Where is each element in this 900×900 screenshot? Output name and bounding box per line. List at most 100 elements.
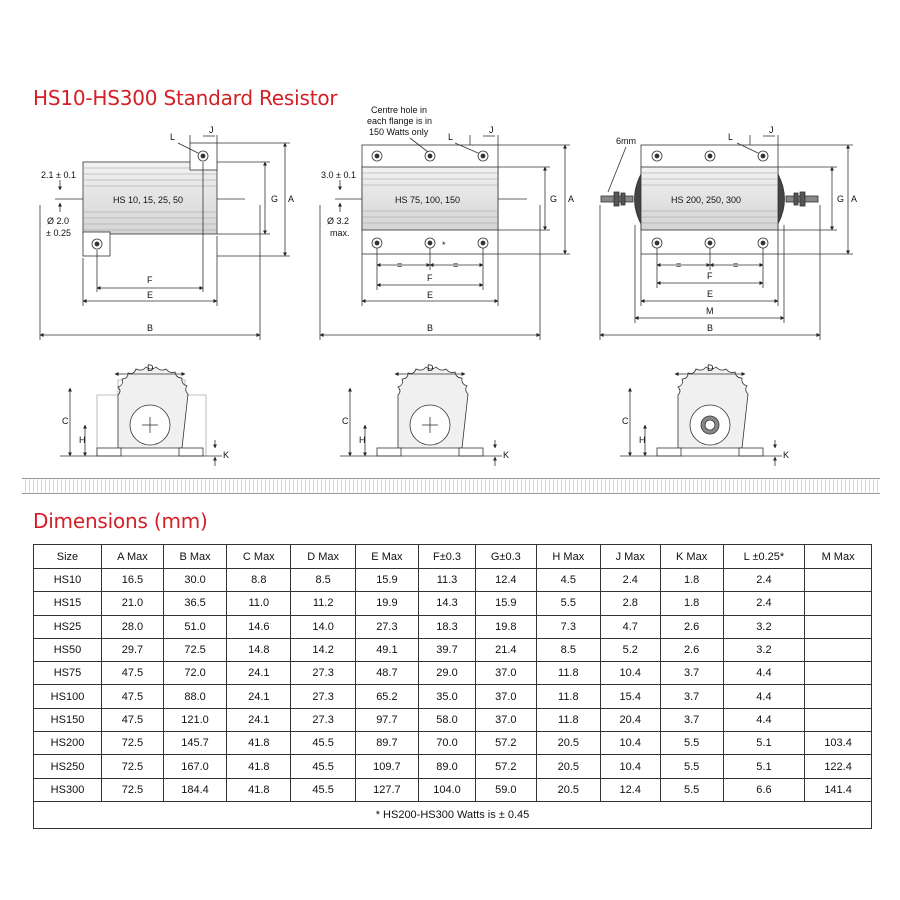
table-cell: 45.5: [290, 754, 356, 779]
drawing-large: [599, 135, 853, 340]
dimension-label-note_1: Centre hole in: [371, 105, 427, 115]
table-cell: 15.9: [354, 567, 419, 593]
dimension-label-eq: =: [453, 260, 458, 270]
table-cell: 20.4: [599, 707, 661, 733]
column-header: Size: [33, 544, 102, 569]
table-cell: 121.0: [162, 707, 228, 733]
drawing-medium-labels: HS 75, 100, 150 Centre hole in each flan…: [321, 105, 574, 333]
table-cell: 145.7: [162, 731, 228, 756]
dimensions-title: Dimensions (mm): [33, 509, 208, 533]
table-cell: 41.8: [226, 754, 292, 779]
table-cell: 2.8: [599, 591, 661, 616]
dimension-label-g: G: [837, 194, 844, 204]
table-cell: HS100: [33, 684, 102, 709]
column-header: G±0.3: [475, 544, 537, 569]
table-cell: 47.5: [100, 684, 164, 709]
table-cell: 27.3: [290, 684, 356, 709]
table-cell: 29.7: [100, 637, 164, 663]
table-cell: 20.5: [535, 754, 601, 779]
table-cell: 2.4: [722, 567, 806, 593]
table-cell: 14.0: [290, 614, 356, 639]
dimension-label-f: F: [707, 271, 713, 281]
column-header: A Max: [100, 544, 164, 569]
table-cell: 88.0: [162, 684, 228, 709]
table-cell: [804, 591, 872, 616]
dimension-label-m: M: [706, 306, 714, 316]
table-cell: 57.2: [475, 731, 537, 756]
table-cell: [804, 567, 872, 593]
table-cell: 11.8: [535, 707, 601, 733]
table-cell: 72.0: [162, 661, 228, 686]
table-cell: 45.5: [290, 777, 356, 802]
table-cell: HS300: [33, 777, 102, 802]
table-cell: [804, 707, 872, 733]
table-cell: 16.5: [100, 567, 164, 593]
drawing-large-labels: HS 200, 250, 300 6mm G A = = F E M B L J: [616, 125, 857, 333]
table-cell: 36.5: [162, 591, 228, 616]
dimension-label-j: J: [769, 125, 774, 135]
table-cell: HS250: [33, 754, 102, 779]
table-cell: 89.0: [417, 754, 477, 779]
table-cell: 5.5: [535, 591, 601, 616]
table-cell: 27.3: [290, 661, 356, 686]
table-cell: [804, 637, 872, 663]
table-cell: [804, 661, 872, 686]
table-cell: 97.7: [354, 707, 419, 733]
table-cell: 24.1: [226, 684, 292, 709]
dimension-label-e: E: [707, 289, 713, 299]
dimension-label-h: H: [79, 435, 86, 445]
medium-model-label: HS 75, 100, 150: [395, 195, 460, 205]
table-footnote: * HS200-HS300 Watts is ± 0.45: [33, 800, 872, 829]
table-cell: 4.5: [535, 567, 601, 593]
table-cell: 11.8: [535, 661, 601, 686]
table-cell: 47.5: [100, 707, 164, 733]
table-cell: 27.3: [290, 707, 356, 733]
column-header: D Max: [290, 544, 356, 569]
dimension-label-a: A: [288, 194, 294, 204]
drawing-medium: [319, 135, 570, 340]
dimension-label-f: F: [147, 275, 153, 285]
dimension-label-e: E: [427, 290, 433, 300]
table-cell: 184.4: [162, 777, 228, 802]
column-header: H Max: [535, 544, 601, 569]
end-view-small: D C H K: [60, 363, 229, 466]
table-cell: 5.1: [722, 731, 806, 756]
table-cell: 1.8: [659, 591, 724, 616]
table-cell: 21.0: [100, 591, 164, 616]
drawing-small: [39, 135, 290, 340]
table-cell: 45.5: [290, 731, 356, 756]
table-cell: 47.5: [100, 661, 164, 686]
column-header: K Max: [659, 544, 724, 569]
dimension-label-a: A: [568, 194, 574, 204]
table-cell: HS25: [33, 614, 102, 639]
table-footnote-row: * HS200-HS300 Watts is ± 0.45: [33, 800, 872, 829]
medium-hole-note: max.: [330, 228, 350, 238]
small-hole-dia: Ø 2.0: [47, 216, 69, 226]
dimension-label-b: B: [707, 323, 713, 333]
dimension-label-eq: =: [733, 260, 738, 270]
table-cell: 37.0: [475, 707, 537, 733]
dimension-label-note_3: 150 Watts only: [369, 127, 429, 137]
table-cell: 39.7: [417, 637, 477, 663]
table-cell: 104.0: [417, 777, 477, 802]
table-cell: 5.1: [722, 754, 806, 779]
table-cell: 5.5: [659, 754, 724, 779]
table-cell: [804, 614, 872, 639]
column-header: J Max: [599, 544, 661, 569]
dimension-label-g: G: [550, 194, 557, 204]
table-cell: 41.8: [226, 731, 292, 756]
table-cell: 19.9: [354, 591, 419, 616]
table-cell: 30.0: [162, 567, 228, 593]
table-cell: 14.6: [226, 614, 292, 639]
table-cell: 11.3: [417, 567, 477, 593]
dimension-label-k: K: [223, 450, 229, 460]
table-cell: 3.7: [659, 684, 724, 709]
table-cell: 2.6: [659, 614, 724, 639]
table-cell: HS200: [33, 731, 102, 756]
table-cell: 127.7: [354, 777, 419, 802]
column-header: B Max: [162, 544, 228, 569]
table-cell: 24.1: [226, 661, 292, 686]
table-cell: 4.7: [599, 614, 661, 639]
